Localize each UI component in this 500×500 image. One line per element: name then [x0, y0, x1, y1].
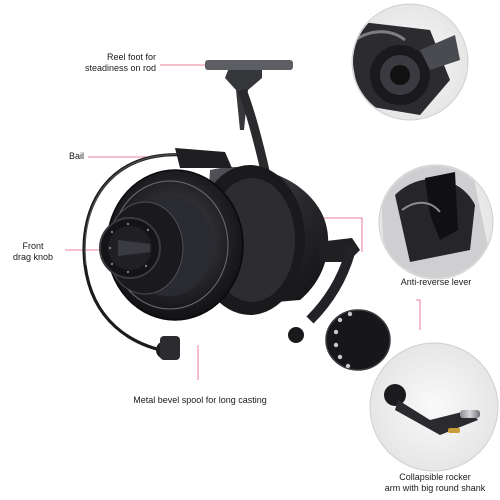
handle-detail-icon — [369, 342, 499, 472]
bail-label: Bail — [40, 151, 84, 162]
handle-label: Collapsible rocker arm with big round sh… — [374, 472, 496, 494]
front-drag-label-line1: Front — [22, 241, 44, 251]
spool-label-text: Metal bevel spool for long casting — [133, 395, 267, 405]
front-drag-label-line2: drag knob — [12, 252, 54, 262]
spinning-reel-image — [82, 60, 391, 371]
leader-lines — [65, 64, 421, 380]
anti-reverse-lever-detail-icon — [378, 164, 494, 280]
handle-label-line2: arm with big round shank — [384, 483, 486, 493]
front-drag-label: Front drag knob — [4, 241, 62, 263]
handle-label-line1: Collapsible rocker — [399, 472, 471, 482]
reel-foot-label-line2: steadiness on rod — [84, 63, 156, 73]
reel-foot-detail-icon — [351, 3, 469, 121]
spool-label: Metal bevel spool for long casting — [100, 395, 300, 406]
anti-reverse-label: Anti-reverse lever — [380, 277, 492, 288]
reel-foot-label: Reel foot for steadiness on rod — [40, 52, 156, 74]
reel-foot-label-line1: Reel foot for — [106, 52, 156, 62]
anti-reverse-label-text: Anti-reverse lever — [400, 277, 472, 287]
bail-label-text: Bail — [68, 151, 84, 161]
